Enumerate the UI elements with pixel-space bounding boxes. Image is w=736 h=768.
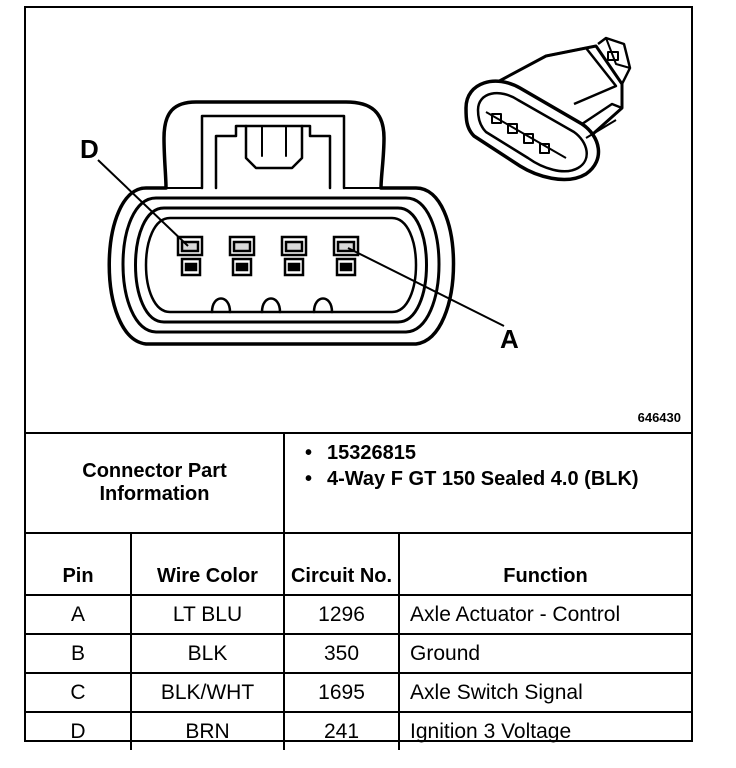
table-header-row: Pin Wire Color Circuit No. Function [26, 532, 692, 596]
pin-a-leader-line [347, 247, 505, 327]
circuit-no-cell: 241 [283, 711, 401, 750]
connector-pin-cavity-wall [144, 216, 418, 314]
connector-face-drawing [97, 36, 632, 346]
wire-color-cell: BLK [129, 633, 286, 674]
pin-b-terminal [280, 235, 308, 277]
pin-a-terminal [332, 235, 360, 277]
pin-cell: A [26, 594, 132, 635]
wire-color-cell: BLK/WHT [129, 672, 286, 713]
polarization-key-center [260, 297, 282, 314]
pin-c-terminal [228, 235, 256, 277]
pin-d-leader-line [97, 159, 189, 247]
table-row: D BRN 241 Ignition 3 Voltage [26, 711, 692, 750]
part-number: 15326815 [301, 440, 691, 466]
connector-info-row: Connector Part Information 15326815 4-Wa… [26, 432, 692, 534]
pin-cell: D [26, 711, 132, 750]
table-row: C BLK/WHT 1695 Axle Switch Signal [26, 672, 692, 713]
polarization-key-left [210, 297, 232, 314]
circuit-no-cell: 1695 [283, 672, 401, 713]
connector-info-label: Connector Part Information [26, 432, 286, 534]
circuit-no-header: Circuit No. [283, 532, 401, 596]
function-cell: Ground [398, 633, 692, 674]
connector-figure: D A 646430 [26, 8, 691, 432]
table-row: A LT BLU 1296 Axle Actuator - Control [26, 594, 692, 635]
connector-info-list: 15326815 4-Way F GT 150 Sealed 4.0 (BLK) [285, 434, 691, 492]
figure-number: 646430 [637, 410, 681, 425]
connector-inner-housing [121, 196, 441, 334]
connector-outer-housing [107, 100, 456, 346]
pin-header: Pin [26, 532, 132, 596]
pin-cell: B [26, 633, 132, 674]
table-row: B BLK 350 Ground [26, 633, 692, 674]
pin-d-terminal [176, 235, 204, 277]
wire-color-header: Wire Color [129, 532, 286, 596]
connector-seal-ring [134, 206, 428, 324]
circuit-no-cell: 1296 [283, 594, 401, 635]
pin-d-callout: D [80, 134, 99, 164]
latch-tab [244, 124, 304, 170]
function-cell: Ignition 3 Voltage [398, 711, 692, 750]
connector-pinout-table: Connector Part Information 15326815 4-Wa… [26, 432, 692, 750]
latch-inner [214, 124, 332, 190]
function-cell: Axle Switch Signal [398, 672, 692, 713]
function-header: Function [398, 532, 692, 596]
pin-cell: C [26, 672, 132, 713]
connector-info-details: 15326815 4-Way F GT 150 Sealed 4.0 (BLK) [283, 432, 692, 534]
connector-description: 4-Way F GT 150 Sealed 4.0 (BLK) [301, 466, 691, 492]
latch-outline [200, 114, 346, 190]
connector-perspective-view [464, 36, 632, 182]
wire-color-cell: LT BLU [129, 594, 286, 635]
circuit-no-cell: 350 [283, 633, 401, 674]
wire-color-cell: BRN [129, 711, 286, 750]
function-cell: Axle Actuator - Control [398, 594, 692, 635]
pin-a-callout: A [500, 324, 519, 354]
connector-sheet: D A 646430 Connector Part Information 15… [24, 6, 693, 750]
polarization-key-right [312, 297, 334, 314]
